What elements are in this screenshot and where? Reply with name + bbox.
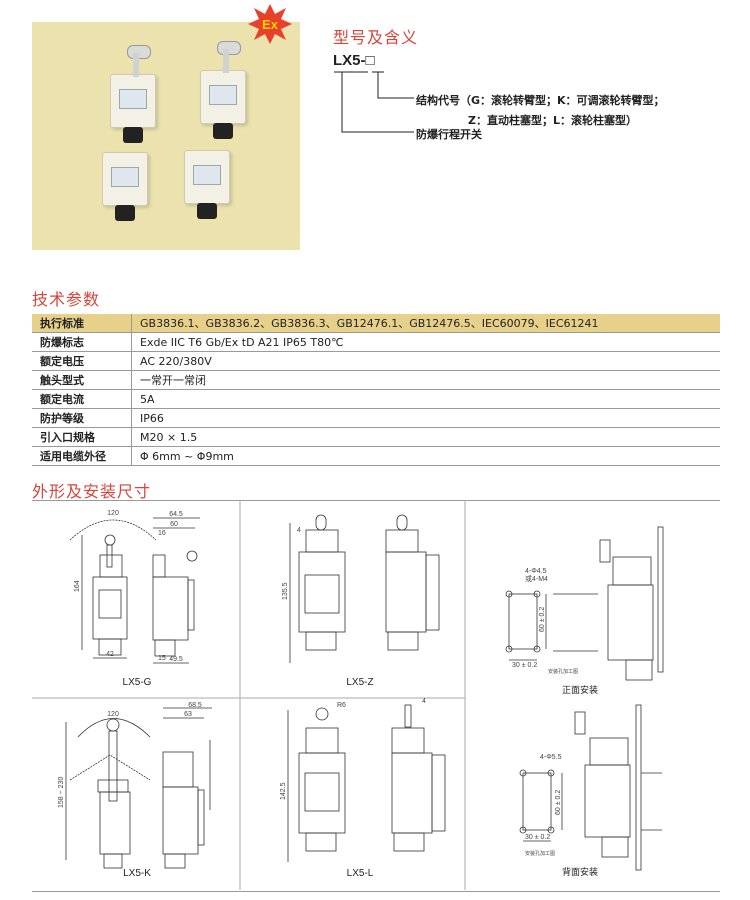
drawing-front-mount bbox=[505, 526, 664, 681]
spec-value: M20 × 1.5 bbox=[131, 427, 720, 447]
spec-value: 5A bbox=[131, 389, 720, 409]
spec-label: 额定电流 bbox=[32, 389, 132, 409]
caption-back-mount: 背面安装 bbox=[562, 866, 598, 877]
caption-front-mount: 正面安装 bbox=[562, 684, 598, 695]
dim-l-142-5: 142.5 bbox=[280, 782, 287, 800]
spec-row: 触头型式一常开一常闭 bbox=[32, 370, 720, 390]
spec-label: 适用电缆外径 bbox=[32, 446, 132, 466]
spec-label: 执行标准 bbox=[32, 314, 132, 333]
dim-l-r6: R6 bbox=[337, 702, 346, 709]
caption-lx5-z: LX5-Z bbox=[346, 677, 373, 688]
switch-l-image bbox=[184, 150, 230, 219]
spec-label: 引入口规格 bbox=[32, 427, 132, 447]
switch-k-image bbox=[200, 41, 246, 139]
front-width-dim: 30 ± 0.2 bbox=[512, 662, 537, 669]
dim-z-4: 4 bbox=[297, 527, 301, 534]
spec-value: AC 220/380V bbox=[131, 351, 720, 371]
spec-value: 一常开一常闭 bbox=[131, 370, 720, 390]
caption-lx5-l: LX5-L bbox=[347, 868, 374, 879]
dim-k-120: 120 bbox=[107, 711, 119, 718]
dim-g-164: 164 bbox=[74, 580, 81, 592]
spec-label: 防爆标志 bbox=[32, 332, 132, 352]
drawing-lx5-g bbox=[69, 517, 200, 664]
dim-g-64-5: 64.5 bbox=[169, 511, 183, 518]
dim-k-63: 63 bbox=[184, 711, 192, 718]
structure-code-line2: Z：直动柱塞型；L：滚轮柱塞型） bbox=[468, 114, 637, 127]
back-hole-spec: 4-Φ5.5 bbox=[540, 754, 562, 761]
drawing-lx5-k bbox=[65, 707, 212, 869]
dimensions-title: 外形及安装尺寸 bbox=[32, 482, 152, 501]
caption-lx5-g: LX5-G bbox=[123, 677, 152, 688]
drawing-lx5-z bbox=[289, 514, 440, 663]
back-hole-note: 安装孔加工图 bbox=[525, 850, 555, 857]
back-width-dim: 30 ± 0.2 bbox=[525, 834, 550, 841]
dim-g-49-5: 49.5 bbox=[169, 656, 183, 663]
model-meaning-title: 型号及含义 bbox=[333, 28, 419, 47]
dim-k-68-5: 68.5 bbox=[188, 702, 202, 709]
model-code: LX5-□ bbox=[333, 52, 375, 69]
spec-label: 触头型式 bbox=[32, 370, 132, 390]
spec-value: Φ 6mm ~ Φ9mm bbox=[131, 446, 720, 466]
svg-text:Ex: Ex bbox=[262, 17, 279, 32]
dim-g-120: 120 bbox=[107, 510, 119, 517]
dim-g-15: 15 bbox=[158, 655, 166, 662]
front-hole-alt: 或4-M4 bbox=[525, 574, 548, 583]
dim-g-16: 16 bbox=[158, 530, 166, 537]
front-hole-spec: 4-Φ4.5 bbox=[525, 568, 547, 575]
spec-value: IP66 bbox=[131, 408, 720, 428]
dim-k-158-230: 158 ~ 230 bbox=[58, 777, 65, 808]
drawings-frame bbox=[32, 500, 720, 892]
back-height-dim: 60 ± 0.2 bbox=[555, 790, 562, 815]
drawing-lx5-l bbox=[287, 704, 446, 862]
spec-label: 额定电压 bbox=[32, 351, 132, 371]
front-hole-note: 安装孔加工图 bbox=[548, 668, 578, 675]
spec-value: GB3836.1、GB3836.2、GB3836.3、GB12476.1、GB1… bbox=[131, 314, 720, 333]
front-height-dim: 60 ± 0.2 bbox=[539, 607, 546, 632]
switch-z-image bbox=[102, 152, 148, 221]
explosion-proof-switch-label: 防爆行程开关 bbox=[416, 128, 482, 141]
dim-g-42: 42 bbox=[106, 651, 114, 658]
caption-lx5-k: LX5-K bbox=[123, 868, 151, 879]
model-leader-lines bbox=[334, 71, 414, 133]
spec-value: Exde IIC T6 Gb/Ex tD A21 IP65 T80℃ bbox=[131, 332, 720, 352]
product-photo bbox=[32, 22, 300, 250]
spec-label: 防护等级 bbox=[32, 408, 132, 428]
switch-g-image bbox=[110, 45, 156, 143]
structure-code-line1: 结构代号（G：滚轮转臂型；K：可调滚轮转臂型； bbox=[416, 94, 665, 107]
dim-l-4: 4 bbox=[422, 698, 426, 705]
drawing-back-mount bbox=[519, 704, 662, 871]
ex-badge-icon: Ex bbox=[248, 4, 292, 44]
specs-title: 技术参数 bbox=[32, 290, 101, 309]
dim-g-60: 60 bbox=[170, 521, 178, 528]
dim-z-135-5: 135.5 bbox=[282, 582, 289, 600]
